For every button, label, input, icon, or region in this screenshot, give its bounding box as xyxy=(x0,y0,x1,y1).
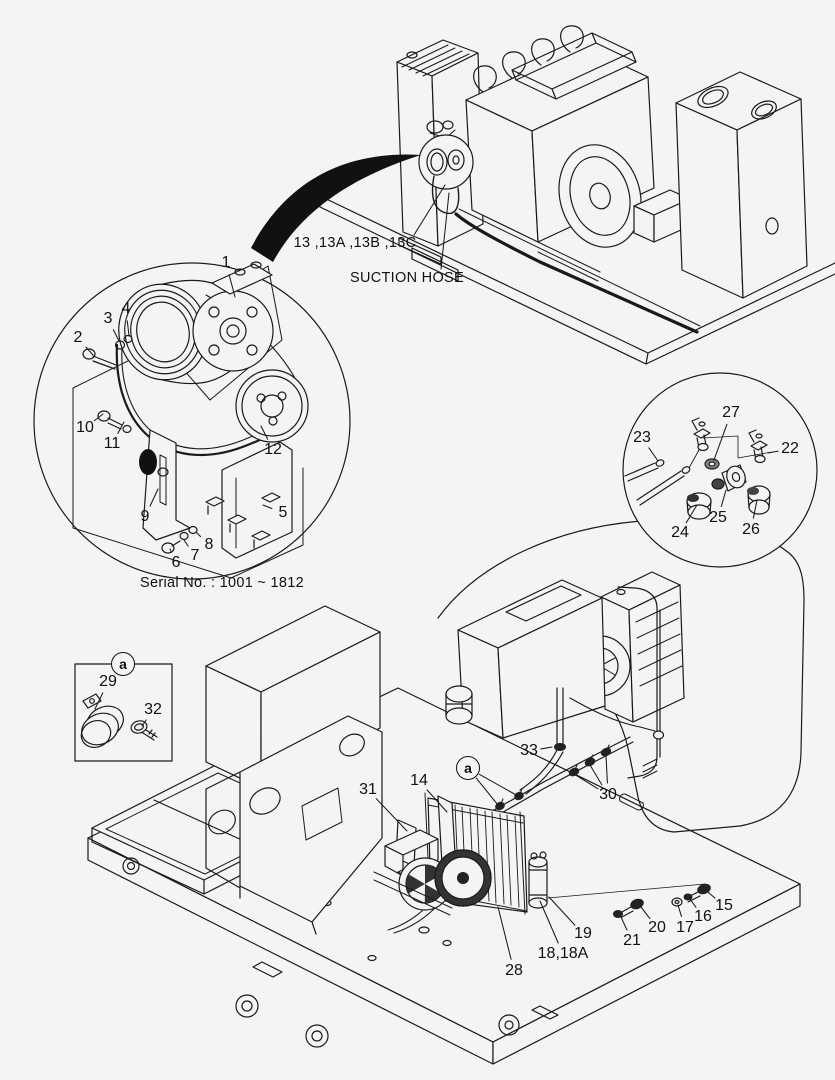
compressor-pulley xyxy=(118,261,274,385)
callout-16: 16 xyxy=(694,908,712,925)
callout-31: 31 xyxy=(359,781,377,798)
callout-22: 22 xyxy=(781,440,799,457)
callout-33: 33 xyxy=(520,742,538,759)
receiver-drier xyxy=(528,851,548,909)
callout-2: 2 xyxy=(73,329,83,346)
cap-26 xyxy=(747,485,771,515)
machine-top-view xyxy=(319,25,835,365)
callout-25: 25 xyxy=(709,509,727,526)
callout-13-group: 13 ,13A ,13B ,13C xyxy=(293,234,417,251)
compressor-detail-circle xyxy=(33,261,351,580)
callout-23: 23 xyxy=(633,429,651,446)
service-valve-b xyxy=(748,429,768,464)
fittings-detail-circle xyxy=(622,372,818,568)
compressor-location-circle xyxy=(418,120,474,215)
detail-arrow xyxy=(251,154,421,262)
callout-15: 15 xyxy=(715,897,733,914)
clamp-detail-inset xyxy=(74,663,173,762)
callout-11: 11 xyxy=(103,435,121,452)
detail-marker-a-inset: a xyxy=(111,652,135,676)
compressor-hardware xyxy=(82,334,198,554)
fitting-washer xyxy=(704,458,720,470)
pipes xyxy=(624,449,700,506)
callout-suction-hose: SUCTION HOSE xyxy=(350,269,464,286)
idler-pulley xyxy=(235,369,309,443)
callout-14: 14 xyxy=(410,772,428,789)
callout-21: 21 xyxy=(623,932,641,949)
callout-6: 6 xyxy=(171,554,181,571)
service-valve-a xyxy=(691,417,711,452)
mount-plate xyxy=(205,441,293,559)
ac-hose-bundle xyxy=(485,586,665,821)
callout-27: 27 xyxy=(722,404,740,421)
callout-1: 1 xyxy=(221,254,231,271)
callout-5: 5 xyxy=(278,504,288,521)
callout-30: 30 xyxy=(599,786,617,803)
cap-24 xyxy=(686,492,712,520)
detail-marker-a-main: a xyxy=(456,756,480,780)
callout-8: 8 xyxy=(204,536,214,553)
callout-7: 7 xyxy=(190,547,200,564)
callout-18-18A: 18,18A xyxy=(537,945,589,962)
boom-mount-bracket xyxy=(205,715,383,935)
hydraulic-tank xyxy=(675,71,808,299)
callout-20: 20 xyxy=(648,919,666,936)
callout-17: 17 xyxy=(676,919,694,936)
callout-9: 9 xyxy=(140,508,150,525)
clamp-29 xyxy=(80,693,124,748)
callout-26: 26 xyxy=(742,521,760,538)
machine-bottom-view xyxy=(87,519,805,1065)
mounting-hardware xyxy=(547,883,711,918)
blower-assembly xyxy=(373,829,492,916)
callout-12: 12 xyxy=(264,441,282,458)
callout-4: 4 xyxy=(121,300,131,317)
callout-10: 10 xyxy=(76,419,94,436)
callout-24: 24 xyxy=(671,524,689,541)
callout-19: 19 xyxy=(574,925,592,942)
suction-hose-route xyxy=(454,208,701,334)
callout-28: 28 xyxy=(505,962,523,979)
hex-fitting xyxy=(711,464,747,492)
callout-3: 3 xyxy=(103,310,113,327)
leader-lines xyxy=(85,184,779,960)
callout-29: 29 xyxy=(99,673,117,690)
callout-serial: Serial No. : 1001 ~ 1812 xyxy=(140,574,304,591)
callout-32: 32 xyxy=(144,701,162,718)
